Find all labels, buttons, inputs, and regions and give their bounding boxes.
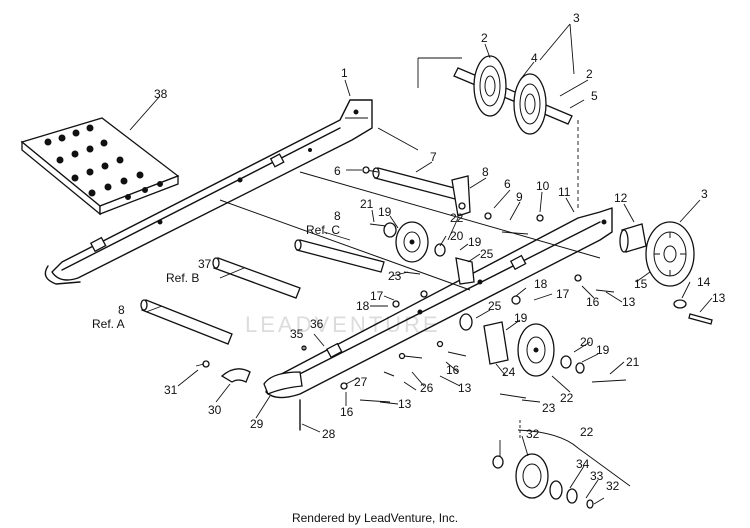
idler-wheel-22-lower [459, 313, 585, 377]
idler-wheel-set-top [377, 55, 579, 208]
callout-17: 17 [556, 287, 570, 301]
callout-6: 6 [504, 177, 511, 191]
callout-23: 23 [388, 269, 402, 283]
callout-2: 2 [586, 67, 593, 81]
callout-14: 14 [697, 275, 711, 289]
callout-28: 28 [322, 427, 336, 441]
callout-29: 29 [250, 417, 264, 431]
callout-34: 34 [576, 457, 590, 471]
callout-20: 20 [450, 229, 464, 243]
callout-12: 12 [614, 191, 628, 205]
callout-22: 22 [580, 425, 594, 439]
idler-wheel-22-upper [383, 221, 475, 285]
callout-37: 37 [198, 257, 212, 271]
ref-a-label: Ref. A [92, 317, 125, 331]
callout-9: 9 [516, 190, 523, 204]
callout-19: 19 [596, 343, 610, 357]
rail-tip-29 [263, 371, 303, 395]
callout-23: 23 [542, 401, 556, 415]
callout-25: 25 [480, 247, 494, 261]
callout-2: 2 [481, 31, 488, 45]
callout-6: 6 [334, 164, 341, 178]
callout-19: 19 [468, 235, 482, 249]
callout-18: 18 [356, 299, 370, 313]
callout-8-ref-a: 8 [118, 303, 125, 317]
callout-16: 16 [446, 363, 460, 377]
callout-18: 18 [534, 277, 548, 291]
callout-26: 26 [420, 381, 434, 395]
wear-strip-30 [220, 368, 251, 383]
callout-3: 3 [573, 11, 580, 25]
axis-line [299, 171, 601, 259]
callout-8-ref-c: 8 [334, 209, 341, 223]
callout-27: 27 [354, 375, 368, 389]
callout-31: 31 [164, 383, 178, 397]
callout-13: 13 [712, 291, 726, 305]
callout-22: 22 [450, 211, 464, 225]
bolts [359, 169, 627, 403]
callout-33: 33 [590, 469, 604, 483]
callout-36: 36 [310, 317, 324, 331]
callout-8: 8 [482, 165, 489, 179]
callout-17: 17 [370, 289, 384, 303]
callout-4: 4 [531, 51, 538, 65]
watermark: LEADVENTURE [245, 312, 441, 337]
callout-3: 3 [701, 187, 708, 201]
callout-24: 24 [502, 365, 516, 379]
ref-c-label: Ref. C [306, 223, 340, 237]
callout-13: 13 [458, 381, 472, 395]
cross-shaft-ref-a [140, 299, 233, 345]
idler-wheel-right [619, 221, 713, 325]
callout-10: 10 [536, 179, 550, 193]
callout-25: 25 [488, 299, 502, 313]
callout-20: 20 [580, 335, 594, 349]
callout-19: 19 [378, 205, 392, 219]
callout-5: 5 [591, 89, 598, 103]
rear-slide-rail-1 [44, 99, 373, 285]
callout-15: 15 [634, 277, 648, 291]
nuts [301, 166, 582, 390]
callout-1: 1 [341, 66, 348, 80]
callout-32: 32 [526, 427, 540, 441]
callout-19: 19 [514, 311, 528, 325]
callout-38: 38 [154, 87, 168, 101]
callout-labels: 1 2 2 3 3 4 5 6 6 7 8 9 10 11 12 13 13 1… [92, 11, 726, 493]
callout-32: 32 [606, 479, 620, 493]
callout-11: 11 [558, 185, 571, 199]
leader-lines [129, 23, 713, 505]
wheel-assembly-22-detail [492, 420, 631, 509]
callout-13: 13 [622, 295, 636, 309]
callout-7: 7 [430, 150, 437, 164]
callout-35: 35 [290, 327, 304, 341]
callout-30: 30 [208, 403, 222, 417]
axis-line [219, 199, 471, 291]
cross-shaft-ref-b [212, 257, 301, 299]
footer-credit: Rendered by LeadVenture, Inc. [291, 511, 459, 525]
ref-b-label: Ref. B [166, 271, 199, 285]
callout-21: 21 [360, 197, 374, 211]
callout-16: 16 [340, 405, 354, 419]
axle-shaft-7 [372, 167, 471, 217]
callout-13: 13 [398, 397, 412, 411]
cross-shaft-ref-c [294, 239, 385, 273]
callout-22: 22 [560, 391, 574, 405]
callout-16: 16 [586, 295, 600, 309]
track-clip-strip-38 [20, 117, 180, 216]
callout-21: 21 [626, 355, 640, 369]
